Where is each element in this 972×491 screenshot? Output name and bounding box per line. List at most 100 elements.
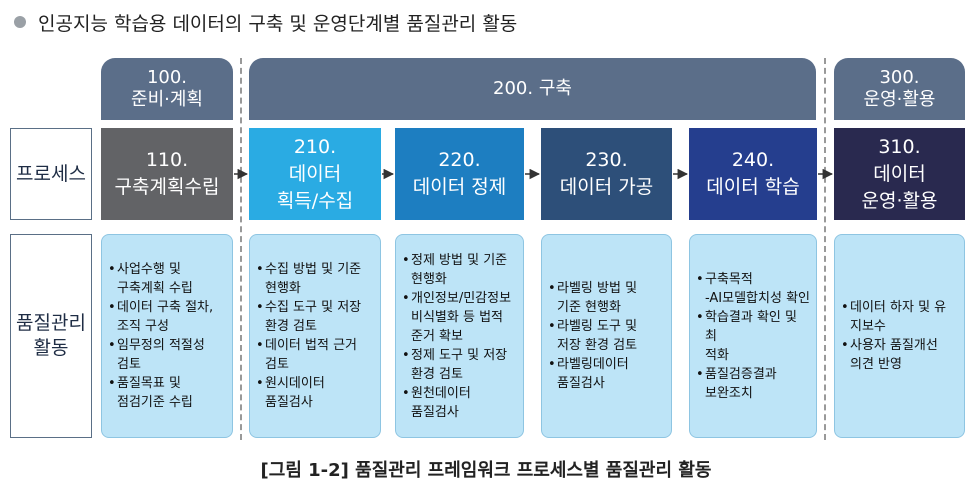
activity-box-240: 구축목적 -AI모델합치성 확인학습결과 확인 및 최적화품질검증결과보완조치 xyxy=(689,234,817,438)
phase-code: 200. 구축 xyxy=(493,78,572,99)
diagram-heading-text: 인공지능 학습용 데이터의 구축 및 운영단계별 품질관리 활동 xyxy=(38,12,518,35)
process-code: 220. xyxy=(438,149,481,171)
row-label-text: 프로세스 xyxy=(16,162,86,185)
activity-item-line: 지보수 xyxy=(850,319,886,334)
activity-item-line: 라벨링데이터 xyxy=(557,357,629,372)
activity-item-line: 검토 xyxy=(117,357,141,372)
process-code: 240. xyxy=(731,149,775,171)
phase-divider xyxy=(824,58,826,440)
activity-item-line: 기준 현행화 xyxy=(557,300,621,315)
activity-item-line: 구축계획 수립 xyxy=(117,281,193,296)
activity-item-line: 의견 반영 xyxy=(850,357,902,372)
activity-item-line: 수집 방법 및 기준 xyxy=(265,262,362,277)
activity-item-line: 점검기준 수립 xyxy=(117,395,193,410)
activity-item-line: 라벨링 방법 및 xyxy=(557,281,638,296)
activity-item-line: 비식별화 등 법적 xyxy=(411,309,503,325)
process-name: 데이터 학습 xyxy=(706,176,800,198)
phase-code: 300. xyxy=(879,67,920,88)
process-name: 구축계획수립 xyxy=(114,176,220,198)
activity-item: 라벨링 방법 및기준 현행화 xyxy=(548,279,667,317)
process-name: 데이터 xyxy=(873,162,926,185)
activity-item-line: 보완조치 xyxy=(705,385,753,401)
activity-item-line: 환경 검토 xyxy=(411,366,463,382)
activity-item-line: 검토 xyxy=(265,357,289,372)
activity-item: 구축목적 -AI모델합치성 확인 xyxy=(696,270,812,308)
process-box-210: 210. 데이터 획득/수집 xyxy=(249,128,381,220)
activity-item-line: 품질검사 xyxy=(557,376,605,391)
activity-item-line: 정제 도구 및 저장 xyxy=(411,347,508,363)
row-label-text: 품질관리 xyxy=(16,312,86,334)
activity-item: 데이터 구축 절차, 조직 구성 xyxy=(108,298,228,336)
process-code: 110. xyxy=(145,149,189,171)
activity-item-line: 원시데이터 xyxy=(265,376,325,391)
activity-item-line: 조직 구성 xyxy=(117,319,169,334)
activity-item-line: 품질목표 및 xyxy=(117,376,181,391)
process-name: 획득/수집 xyxy=(276,189,354,212)
activity-item: 학습결과 확인 및 최적화 xyxy=(696,308,812,365)
activity-item-line: 정제 방법 및 기준 xyxy=(411,252,508,268)
process-name: 데이터 xyxy=(288,162,342,185)
bullet-dot-icon xyxy=(14,16,26,28)
activity-item-line: 임무정의 적절성 xyxy=(117,338,205,353)
activity-item-line: 데이터 하자 및 유 xyxy=(850,300,947,315)
phase-name: 운영·활용 xyxy=(863,89,936,110)
activity-item-line: 품질검사 xyxy=(265,395,313,410)
activity-item-line: 사용자 품질개선 xyxy=(850,338,938,353)
phase-header-300: 300. 운영·활용 xyxy=(834,58,965,120)
activity-item-line: 개인정보/민감정보 xyxy=(411,290,512,306)
activity-item-line: 구축목적 xyxy=(705,271,753,287)
activity-item-line: 수집 도구 및 저장 xyxy=(265,300,362,315)
phase-name: 준비·계획 xyxy=(131,89,203,110)
activity-item-line: 데이터 구축 절차, xyxy=(117,300,214,315)
activity-item-line: 라벨링 도구 및 xyxy=(557,319,638,334)
phase-header-100: 100. 준비·계획 xyxy=(101,58,233,120)
process-box-230: 230. 데이터 가공 xyxy=(541,128,672,220)
process-name: 데이터 가공 xyxy=(559,176,654,198)
phase-header-200: 200. 구축 xyxy=(249,58,816,120)
figure-caption: [그림 1-2] 품질관리 프레임워크 프로세스별 품질관리 활동 xyxy=(260,460,712,481)
activity-item-line: 데이터 법적 근거 xyxy=(265,338,357,353)
process-name: 운영·활용 xyxy=(861,189,938,212)
process-box-310: 310. 데이터 운영·활용 xyxy=(834,128,965,220)
activity-item: 라벨링 도구 및저장 환경 검토 xyxy=(548,317,667,355)
activity-box-230: 라벨링 방법 및기준 현행화라벨링 도구 및저장 환경 검토라벨링데이터품질검사 xyxy=(541,234,672,438)
row-label-process: 프로세스 xyxy=(10,128,92,220)
activity-item-line: 원천데이터 xyxy=(411,385,471,401)
diagram-heading: 인공지능 학습용 데이터의 구축 및 운영단계별 품질관리 활동 xyxy=(14,2,517,42)
process-box-220: 220. 데이터 정제 xyxy=(395,128,524,220)
activity-item-line: 학습결과 확인 및 최 xyxy=(705,309,797,344)
process-code: 230. xyxy=(585,149,628,171)
row-label-text: 활동 xyxy=(33,337,69,359)
activity-item-line: 사업수행 및 xyxy=(117,262,181,277)
activity-item-line: 저장 환경 검토 xyxy=(557,338,638,353)
phase-code: 100. xyxy=(146,67,188,88)
process-name: 데이터 정제 xyxy=(412,176,507,198)
activity-item-line: -AI모델합치성 확인 xyxy=(705,290,810,306)
activity-item-line: 적화 xyxy=(705,347,729,363)
activity-item-line: 품질검사 xyxy=(411,404,459,420)
activity-item-line: 품질검증결과 xyxy=(705,366,777,382)
activity-list: 구축목적 -AI모델합치성 확인학습결과 확인 및 최적화품질검증결과보완조치 xyxy=(696,270,812,403)
activity-list: 라벨링 방법 및기준 현행화라벨링 도구 및저장 환경 검토라벨링데이터품질검사 xyxy=(548,279,667,393)
